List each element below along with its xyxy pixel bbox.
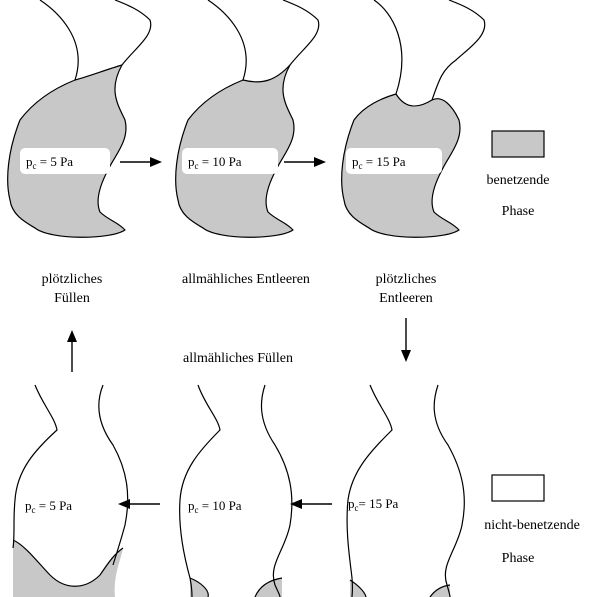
- legend-swatch-wetting: [492, 131, 544, 157]
- arrow-down: [401, 318, 411, 362]
- label-sudden-filling-2: Füllen: [54, 291, 90, 306]
- pore-bottom-3: pc= 15 Pa: [347, 385, 464, 597]
- arrow-left-2: [290, 499, 332, 509]
- pressure-label: pc = 5 Pa: [25, 498, 72, 515]
- label-gradual-filling: allmähliches Füllen: [183, 351, 293, 366]
- legend-swatch-nonwetting: [492, 475, 544, 501]
- label-gradual-draining: allmähliches Entleeren: [182, 272, 310, 287]
- legend-nonwetting-line1: nicht-benetzende: [484, 518, 580, 533]
- arrow-right-1: [120, 157, 162, 167]
- arrow-right-2: [284, 157, 326, 167]
- arrow-left-1: [118, 499, 160, 509]
- pressure-label: pc= 15 Pa: [348, 496, 399, 513]
- pore-top-3: pc = 15 Pa: [342, 0, 485, 237]
- legend-nonwetting: nicht-benetzende Phase: [484, 475, 580, 566]
- pore-top-2: pc = 10 Pa: [176, 0, 319, 237]
- arrow-up: [67, 330, 77, 372]
- label-sudden-draining-2: Entleeren: [379, 291, 433, 306]
- label-sudden-draining-1: plötzliches: [376, 272, 437, 287]
- label-sudden-filling-1: plötzliches: [42, 272, 103, 287]
- legend-wetting-line2: Phase: [502, 204, 535, 219]
- legend-wetting-line1: benetzende: [487, 173, 550, 188]
- pore-bottom-1: pc = 5 Pa: [13, 385, 128, 597]
- pore-bottom-2: pc = 10 Pa: [180, 385, 292, 597]
- legend-nonwetting-line2: Phase: [502, 551, 535, 566]
- legend-wetting: benetzende Phase: [487, 131, 550, 219]
- pressure-label: pc = 10 Pa: [188, 498, 242, 515]
- pore-top-1: pc = 5 Pa: [8, 0, 151, 237]
